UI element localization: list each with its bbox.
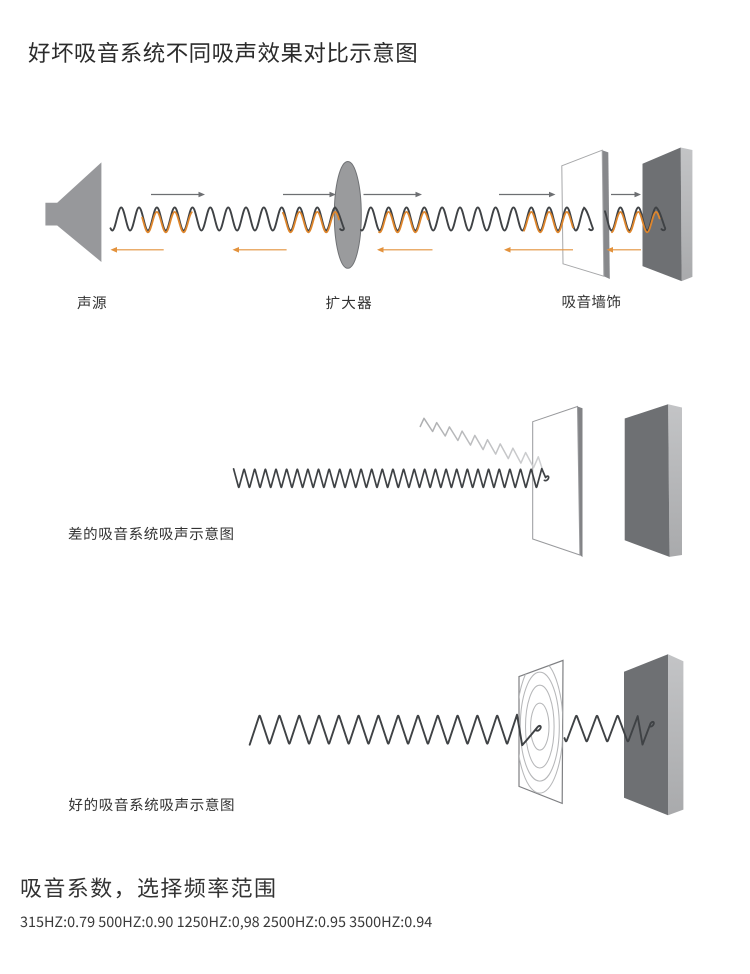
incident-wave [232,467,550,489]
speaker-icon [45,162,102,262]
coefficient-heading: 吸音系数，选择频率范围 [20,871,278,903]
sound-wave-orange-3 [378,210,429,234]
wave-direction-arrow-left [232,247,287,253]
absorption-ripples [519,660,563,794]
wall-block [624,404,682,557]
reflected-wave [419,417,544,472]
diagram-comparison [45,147,693,282]
wall-block [642,147,693,282]
sound-wave-orange-2 [282,210,340,234]
label-amplifier: 扩大器 [325,292,373,313]
incident-wave [248,713,542,747]
label-absorbing-wall: 吸音墙饰 [561,291,622,312]
amplifier-lens [333,161,362,269]
frequency-coefficients: 315HZ:0.79 500HZ:0.90 1250HZ:0,98 2500HZ… [20,911,433,932]
forward-arrows [151,191,641,198]
absorber-panel [532,405,583,558]
caption-good-system: 好的吸音系统吸声示意图 [68,794,236,815]
caption-bad-system: 差的吸音系统吸声示意图 [68,523,235,544]
diagram-good-system [248,654,684,816]
reflected-arrows [110,247,641,253]
wave-direction-arrow-left [504,247,573,253]
wave-direction-arrow-right [151,191,205,198]
wave-direction-arrow-right [611,191,641,198]
wave-direction-arrow-right [283,191,336,198]
wave-direction-arrow-right [499,191,556,198]
wave-direction-arrow-left [606,247,641,253]
transmitted-wave [563,714,655,746]
wave-direction-arrow-left [377,247,433,253]
sound-wave-orange-4 [523,210,574,234]
sound-wave-dark-2 [360,206,594,232]
wave-direction-arrow-right [363,191,422,198]
diagram-bad-system [232,404,682,558]
absorber-panel-open [518,659,564,805]
wave-direction-arrow-left [110,247,164,253]
label-sound-source: 声源 [77,292,107,313]
sound-wave-orange-1 [141,210,193,234]
sound-wave-orange-5 [611,210,661,234]
page-title: 好坏吸音系统不同吸声效果对比示意图 [28,36,419,68]
wall-block [624,654,684,816]
